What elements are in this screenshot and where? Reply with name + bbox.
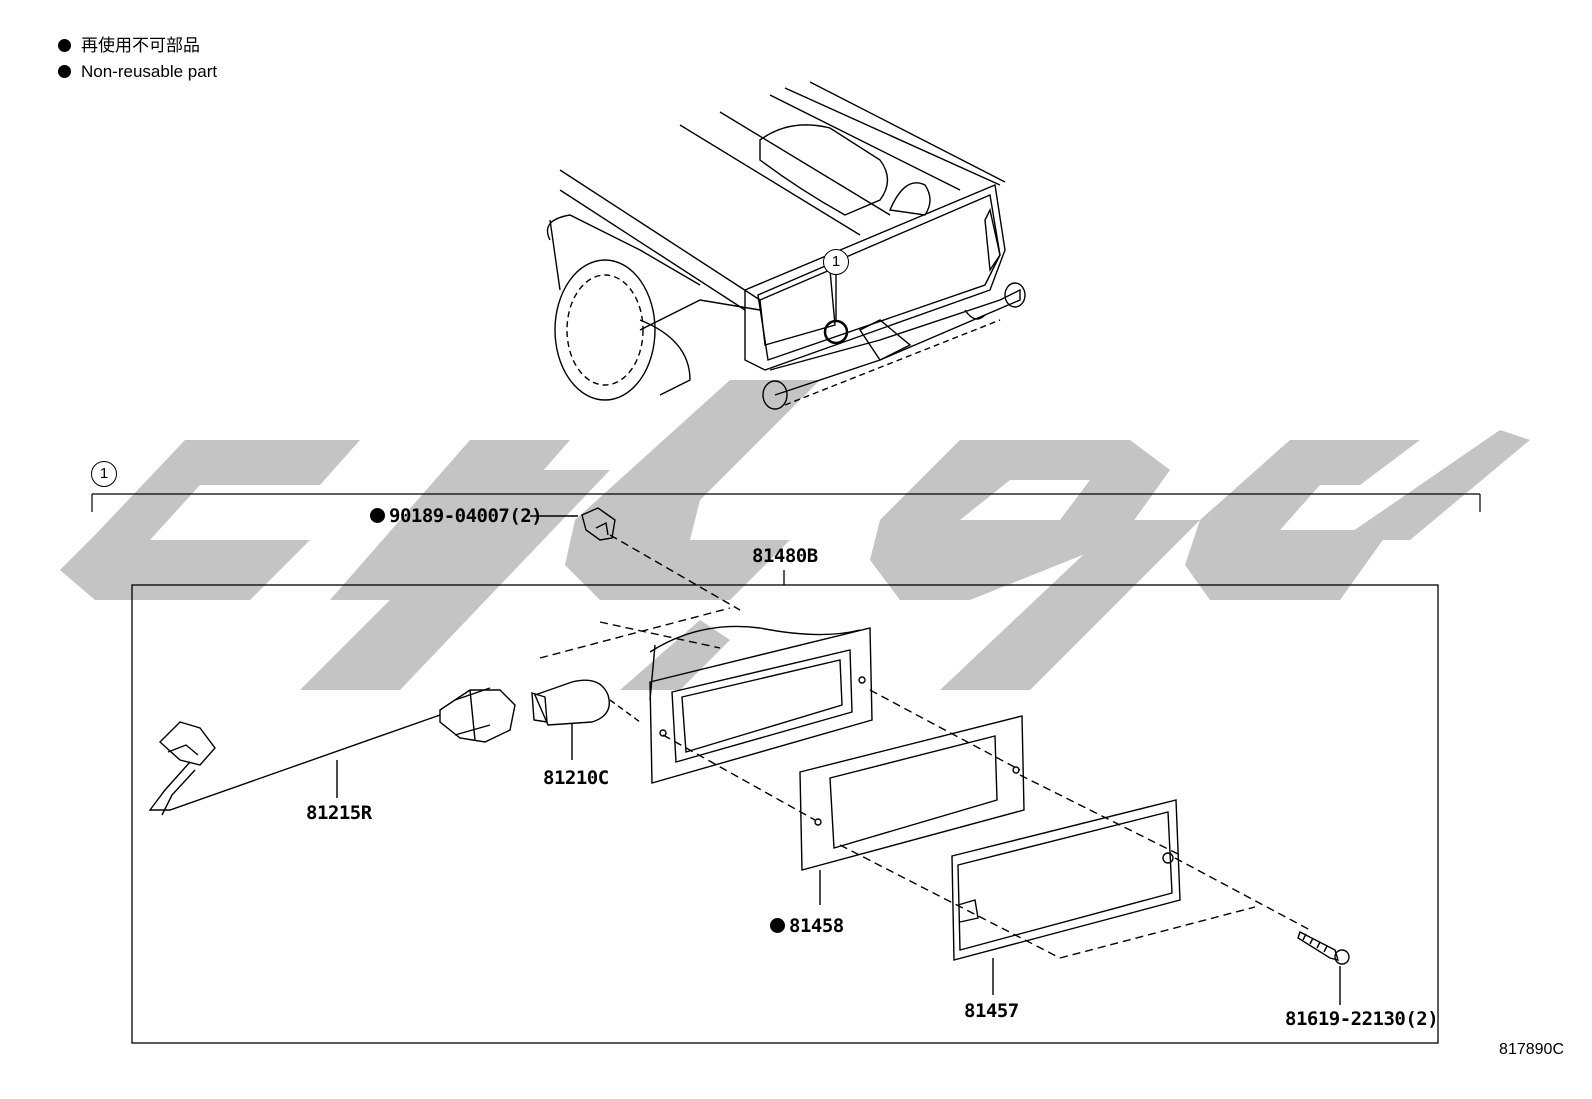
part-label-gasket[interactable]: 81458 (770, 915, 844, 937)
clip-part (530, 507, 741, 611)
truck-illustration (546, 81, 1026, 410)
legend-jp-text: 再使用不可部品 (81, 36, 200, 55)
watermark-logo (60, 380, 1530, 690)
non-reusable-dot-icon (370, 508, 385, 523)
screw-part (1174, 857, 1350, 1005)
part-label-clip[interactable]: 90189-04007(2) (370, 505, 543, 527)
part-number-gasket: 81458 (789, 915, 844, 937)
lamp-housing (539, 607, 873, 784)
non-reusable-dot-icon (58, 39, 71, 52)
legend-en-text: Non-reusable part (81, 62, 218, 81)
callout-number-truck: 1 (823, 249, 849, 275)
legend-en: Non-reusable part (58, 62, 217, 82)
part-label-bulb[interactable]: 81210C (543, 767, 609, 789)
part-label-lens[interactable]: 81457 (964, 1000, 1019, 1022)
part-label-assembly[interactable]: 81480B (752, 545, 818, 567)
part-label-screw[interactable]: 81619-22130(2) (1285, 1008, 1439, 1030)
callout-number-bracket: 1 (91, 461, 117, 487)
bulb-part (531, 679, 641, 760)
lens-part (839, 774, 1256, 995)
part-label-socket-wire[interactable]: 81215R (306, 802, 372, 824)
non-reusable-dot-icon (770, 918, 785, 933)
legend-jp: 再使用不可部品 (58, 36, 200, 56)
part-number-clip: 90189-04007(2) (389, 505, 543, 527)
gasket-part (662, 689, 1025, 905)
non-reusable-dot-icon (58, 65, 71, 78)
assembly-box (131, 570, 1439, 1044)
socket-wire-part (148, 687, 516, 816)
callout-bracket (91, 493, 1481, 512)
illustration-code: 817890C (1499, 1041, 1564, 1058)
